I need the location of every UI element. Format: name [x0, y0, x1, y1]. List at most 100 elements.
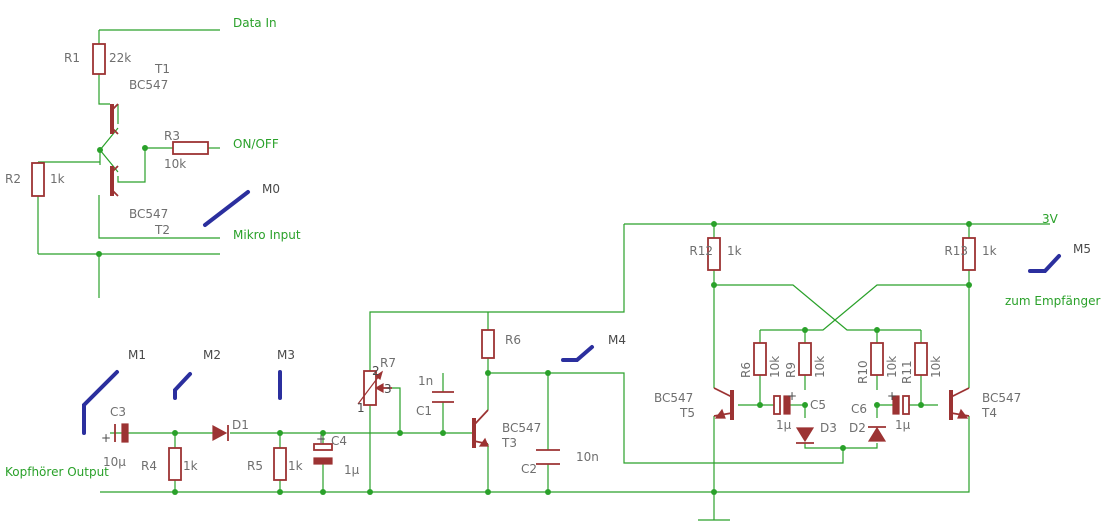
label-t1-type: BC547	[129, 78, 168, 92]
label-d1: D1	[232, 418, 249, 432]
label-c5-value: 1µ	[776, 418, 792, 432]
label-r11-name: R11	[900, 360, 914, 384]
label-r12-value: 1k	[727, 244, 742, 258]
label-r9-name: R9	[784, 362, 798, 378]
label-r4-name: R4	[141, 459, 157, 473]
label-c4-value: 1µ	[344, 463, 360, 477]
label-m2: M2	[203, 348, 221, 362]
probe-m4	[561, 345, 594, 362]
label-r6-name: R6	[505, 333, 521, 347]
label-m1: M1	[128, 348, 146, 362]
label-c2-name: C2	[521, 462, 537, 476]
label-t3-name: T3	[501, 436, 517, 450]
resistor-r5	[273, 447, 287, 481]
label-t2-type: BC547	[129, 207, 168, 221]
label-c5-plus: +	[787, 389, 797, 403]
label-t4-type: BC547	[982, 391, 1021, 405]
transistor-t2	[110, 165, 119, 197]
capacitor-bodies	[114, 391, 910, 465]
label-r1-value: 22k	[109, 51, 131, 65]
net-label-zum-empfaenger: zum Empfänger	[1005, 294, 1100, 308]
transistor-t4	[949, 387, 970, 420]
resistor-r2	[31, 162, 45, 197]
label-r2-name: R2	[5, 172, 21, 186]
capacitor-c4	[313, 443, 333, 465]
label-r4-value: 1k	[183, 459, 198, 473]
transistor-bodies	[110, 103, 970, 448]
label-c1-name: C1	[416, 404, 432, 418]
net-label-mikro-input: Mikro Input	[233, 228, 301, 242]
resistor-r10	[870, 342, 884, 376]
probe-m1	[82, 370, 119, 435]
resistor-bodies	[31, 43, 976, 481]
resistor-r4	[168, 447, 182, 481]
label-r13-name: R13	[944, 244, 968, 258]
label-r7-pin3: 3	[384, 382, 392, 396]
label-m0: M0	[262, 182, 280, 196]
label-m5: M5	[1073, 242, 1091, 256]
resistor-r3	[172, 141, 209, 155]
diode-d3	[795, 427, 815, 444]
label-t3-type: BC547	[502, 421, 541, 435]
label-r5-value: 1k	[288, 459, 303, 473]
label-c3-value: 10µ	[103, 455, 126, 469]
net-label-data-in: Data In	[233, 16, 277, 30]
label-c3-name: C3	[110, 405, 126, 419]
label-r13-value: 1k	[982, 244, 997, 258]
label-r9-value: 10k	[813, 356, 827, 378]
wires	[37, 29, 1050, 521]
label-c6-name: C6	[851, 402, 867, 416]
capacitor-c5	[773, 395, 791, 415]
label-r3-name: R3	[164, 129, 180, 143]
label-r3-value: 10k	[164, 157, 186, 171]
label-c5-name: C5	[810, 398, 826, 412]
label-c6-value: 1µ	[895, 418, 911, 432]
label-r1-name: R1	[64, 51, 80, 65]
transistor-t5	[713, 387, 734, 420]
label-t5-name: T5	[679, 406, 695, 420]
label-r7-name: R7	[380, 356, 396, 370]
capacitor-c6	[892, 395, 910, 415]
diode-bodies	[212, 424, 887, 444]
resistor-r12	[707, 237, 721, 271]
transistor-t1	[110, 103, 119, 135]
label-r6-10k-value: 10k	[768, 356, 782, 378]
capacitor-c2	[536, 449, 560, 465]
label-c6-plus: +	[887, 389, 897, 403]
resistor-r13	[962, 237, 976, 271]
label-r10-name: R10	[856, 360, 870, 384]
label-r11-value: 10k	[929, 356, 943, 378]
label-c4-plus: +	[316, 432, 326, 446]
label-d3: D3	[820, 421, 837, 435]
net-label-kopfhoerer-output: Kopfhörer Output	[5, 465, 109, 479]
resistor-r11	[914, 342, 928, 376]
capacitor-c1	[432, 391, 454, 403]
label-d2: D2	[849, 421, 866, 435]
junction-dots	[96, 145, 972, 495]
resistor-r9	[798, 342, 812, 376]
net-label-3v: 3V	[1042, 212, 1059, 226]
label-r10-value: 10k	[885, 356, 899, 378]
diode-d2	[867, 426, 887, 442]
probe-m0	[203, 190, 250, 227]
label-m4: M4	[608, 333, 626, 347]
label-r7-pin1: 1	[357, 401, 365, 415]
label-c4-name: C4	[331, 434, 347, 448]
label-c3-plus: +	[101, 431, 111, 445]
label-t1-name: T1	[154, 62, 170, 76]
label-m3: M3	[277, 348, 295, 362]
capacitor-c3	[114, 423, 129, 443]
label-r5-name: R5	[247, 459, 263, 473]
label-r12-name: R12	[689, 244, 713, 258]
label-t2-name: T2	[154, 223, 170, 237]
resistor-r1	[92, 43, 106, 75]
probe-m5	[1028, 254, 1061, 273]
label-c2-value: 10n	[576, 450, 599, 464]
label-t4-name: T4	[981, 406, 997, 420]
transistor-t3	[472, 409, 489, 448]
net-label-on-off: ON/OFF	[233, 137, 279, 151]
measure-probes	[82, 190, 1061, 435]
labels: Data In ON/OFF Mikro Input 3V zum Empfän…	[5, 16, 1100, 479]
label-c1-value: 1n	[418, 374, 433, 388]
